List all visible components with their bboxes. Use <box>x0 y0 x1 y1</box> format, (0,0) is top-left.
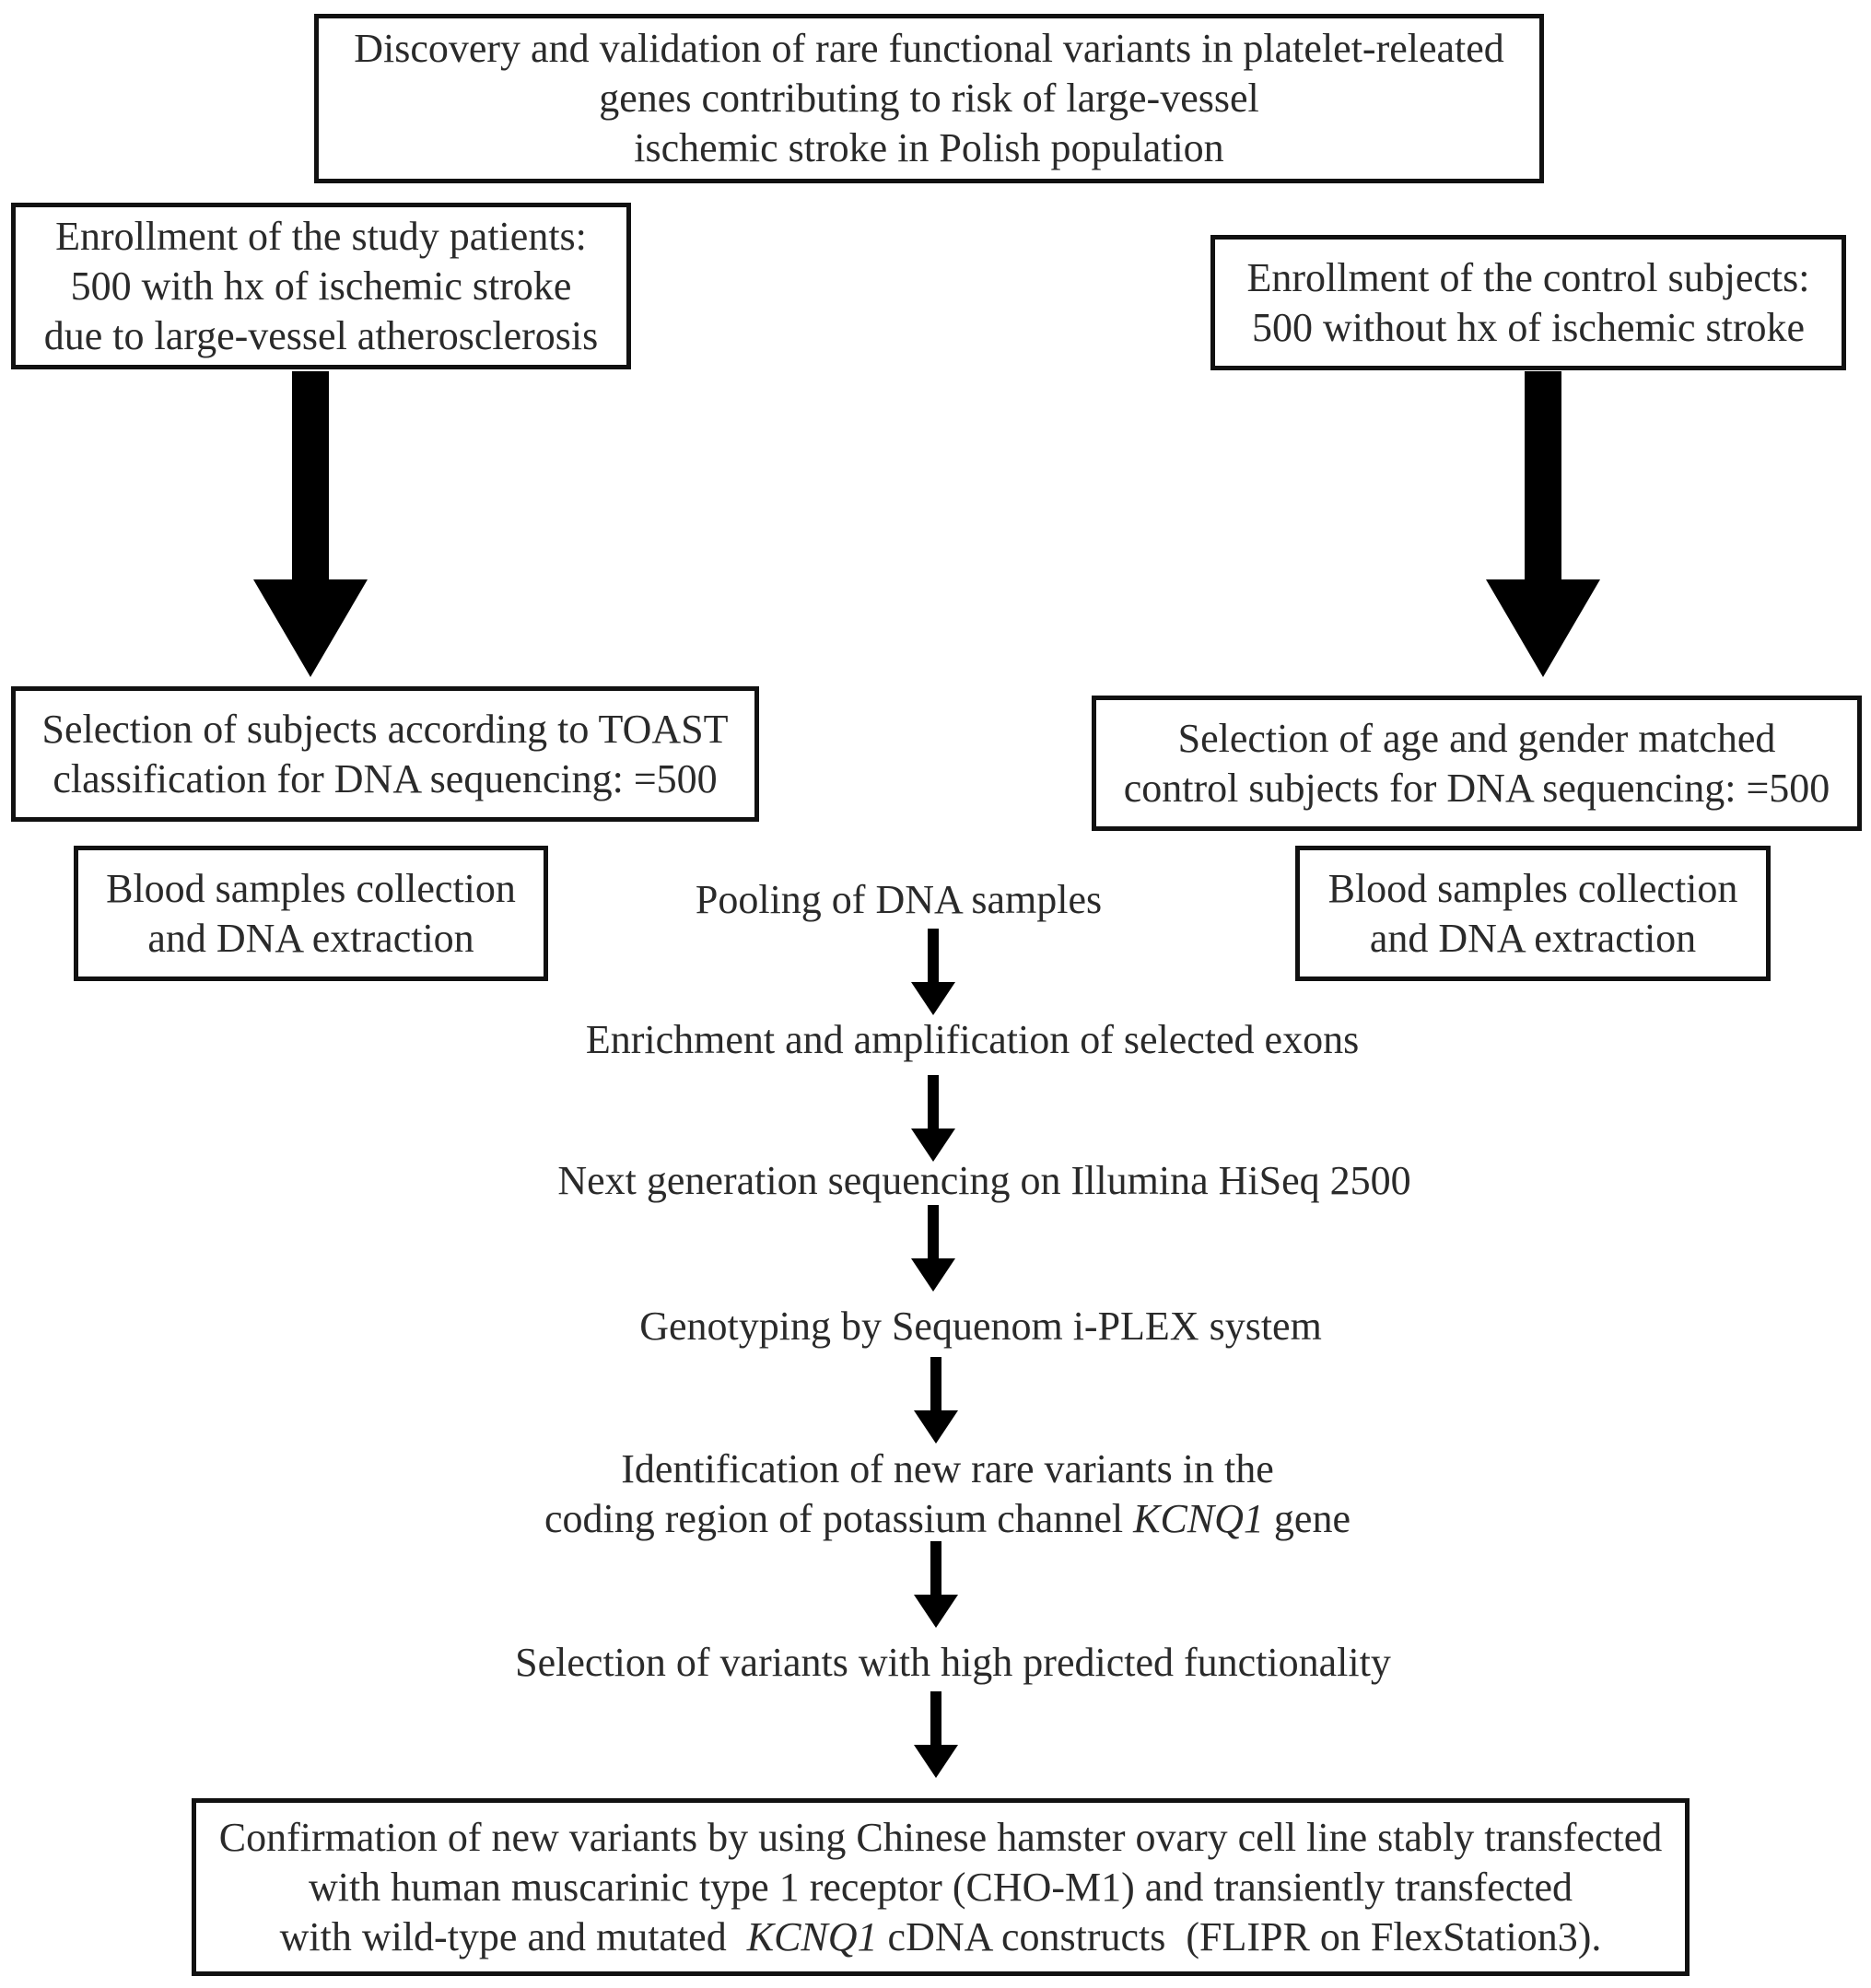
confirmation-box: Confirmation of new variants by using Ch… <box>192 1798 1690 1976</box>
step-enrichment-text: Enrichment and amplification of selected… <box>585 1017 1360 1062</box>
step-pooling: Pooling of DNA samples <box>0 875 1834 925</box>
controls-selection-line-2: control subjects for DNA sequencing: =50… <box>1123 765 1830 811</box>
title-line-1: Discovery and validation of rare functio… <box>354 26 1504 71</box>
arrow-down-6 <box>914 1691 958 1778</box>
step-ngs-text: Next generation sequencing on Illumina H… <box>557 1158 1411 1203</box>
confirmation-line-2: with human muscarinic type 1 receptor (C… <box>308 1864 1573 1910</box>
confirmation-line-3: with wild-type and mutated KCNQ1 cDNA co… <box>280 1912 1602 1962</box>
controls-selection-box: Selection of age and gender matched cont… <box>1092 696 1862 831</box>
step-genotyping: Genotyping by Sequenom i-PLEX system <box>45 1302 1871 1351</box>
arrow-down-2 <box>911 1075 955 1162</box>
patients-selection-line-2: classification for DNA sequencing: =500 <box>53 755 718 801</box>
patients-enrollment-line-3: due to large-vessel atherosclerosis <box>43 312 599 358</box>
title-box: Discovery and validation of rare functio… <box>314 14 1544 183</box>
step-enrichment: Enrichment and amplification of selected… <box>37 1015 1871 1065</box>
patients-blood-box: Blood samples collection and DNA extract… <box>74 846 548 981</box>
controls-enrollment-line-2: 500 without hx of ischemic stroke <box>1251 304 1805 350</box>
patients-enrollment-line-2: 500 with hx of ischemic stroke <box>70 263 572 309</box>
step-ngs: Next generation sequencing on Illumina H… <box>49 1156 1871 1206</box>
arrow-down-5 <box>914 1541 958 1628</box>
step-identification-line-1: Identification of new rare variants in t… <box>621 1446 1274 1491</box>
controls-selection-line-1: Selection of age and gender matched <box>1177 715 1776 761</box>
confirmation-line-3-pre: with wild-type and mutated <box>279 1913 747 1959</box>
controls-blood-line-2: and DNA extraction <box>1369 915 1697 961</box>
patients-blood-line-1: Blood samples collection <box>106 865 516 911</box>
step-pooling-text: Pooling of DNA samples <box>695 877 1103 922</box>
patients-selection-line-1: Selection of subjects according to TOAST <box>41 706 729 752</box>
controls-blood-line-1: Blood samples collection <box>1327 865 1738 911</box>
title-line-3: ischemic stroke in Polish population <box>634 125 1224 170</box>
controls-enrollment-box: Enrollment of the control subjects: 500 … <box>1210 235 1846 370</box>
arrow-down-3 <box>911 1205 955 1292</box>
big-arrow-down-left <box>253 371 368 677</box>
step-selection-variants: Selection of variants with high predicte… <box>18 1638 1871 1688</box>
big-arrow-down-right <box>1486 371 1600 677</box>
step-selection-variants-text: Selection of variants with high predicte… <box>515 1640 1391 1685</box>
step-identification-line-2-post: gene <box>1263 1496 1351 1541</box>
patients-enrollment-line-1: Enrollment of the study patients: <box>55 213 587 259</box>
controls-blood-box: Blood samples collection and DNA extract… <box>1295 846 1771 981</box>
controls-enrollment-line-1: Enrollment of the control subjects: <box>1246 254 1810 300</box>
gene-name-kcnq1-construct: KCNQ1 <box>746 1913 878 1959</box>
step-identification-line-2: coding region of potassium channel KCNQ1… <box>12 1494 1871 1544</box>
patients-selection-box: Selection of subjects according to TOAST… <box>11 686 759 822</box>
step-identification-line-2-pre: coding region of potassium channel <box>544 1496 1134 1541</box>
gene-name-kcnq1: KCNQ1 <box>1133 1496 1264 1541</box>
confirmation-line-3-post: cDNA constructs (FLIPR on FlexStation3). <box>877 1913 1602 1959</box>
step-genotyping-text: Genotyping by Sequenom i-PLEX system <box>639 1304 1322 1349</box>
title-line-2: genes contributing to risk of large-vess… <box>599 76 1259 121</box>
arrow-down-4 <box>914 1357 958 1444</box>
step-identification: Identification of new rare variants in t… <box>12 1444 1871 1544</box>
patients-blood-line-2: and DNA extraction <box>147 915 474 961</box>
patients-enrollment-box: Enrollment of the study patients: 500 wi… <box>11 203 631 369</box>
arrow-down-1 <box>911 929 955 1015</box>
confirmation-line-1: Confirmation of new variants by using Ch… <box>218 1814 1663 1860</box>
